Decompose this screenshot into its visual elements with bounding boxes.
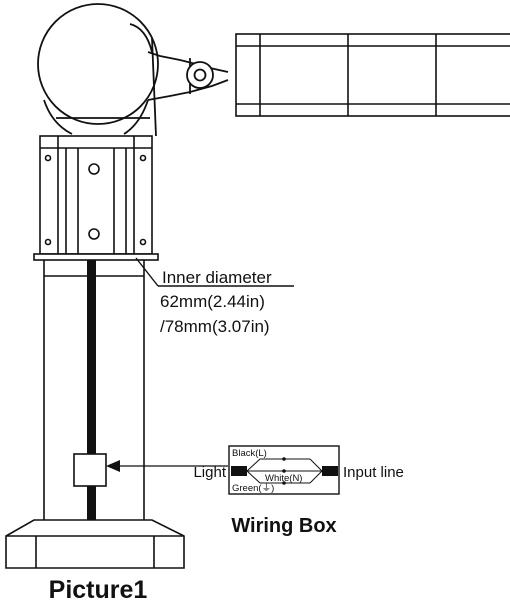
- diameter-62mm: 62mm(2.44in): [160, 292, 265, 311]
- light-fixture: [235, 33, 510, 117]
- black-wire-label: Black(L): [232, 448, 267, 459]
- light-terminal: [231, 466, 247, 476]
- input-line-label: Input line: [343, 464, 404, 481]
- wiring-box-caption: Wiring Box: [231, 515, 336, 537]
- green-wire-label: Green(⏚): [232, 483, 274, 494]
- junction-box: [73, 453, 107, 487]
- diameter-78mm: /78mm(3.07in): [160, 317, 270, 336]
- pole-base: [5, 519, 185, 569]
- inner-diameter-label: Inner diameter: [162, 268, 272, 287]
- light-label: Light: [193, 464, 226, 481]
- ball-joint: [37, 3, 229, 137]
- white-wire-label: White(N): [265, 473, 302, 484]
- adapter-sleeve: [33, 135, 159, 261]
- power-cable: [87, 260, 96, 524]
- inner-diameter-callout: Inner diameter 62mm(2.44in) /78mm(3.07in…: [135, 257, 294, 336]
- wiring-box: Black(L) White(N) Green(⏚): [228, 445, 340, 495]
- input-terminal: [322, 466, 338, 476]
- picture-caption: Picture1: [49, 576, 148, 603]
- connection-arrow: [106, 460, 228, 472]
